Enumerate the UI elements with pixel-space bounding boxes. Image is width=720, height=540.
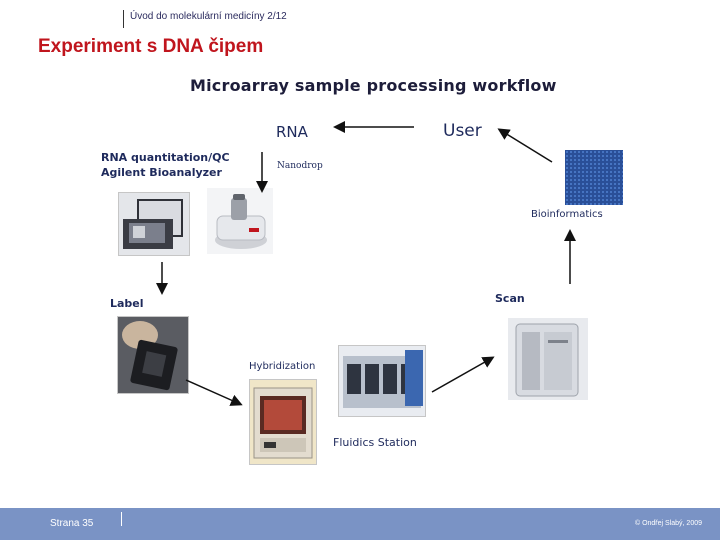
page-number: Strana 35 [50, 518, 94, 529]
header-bar [0, 0, 720, 30]
arrow-array-to-user [497, 128, 553, 163]
header-divider [123, 10, 124, 28]
fluidics-station-photo [338, 345, 426, 417]
arrow-fluidics-to-scan [431, 356, 495, 393]
microarray-image [565, 150, 623, 205]
rna-qc-label: RNA quantitation/QC [101, 151, 230, 164]
rna-label: RNA [276, 123, 308, 141]
fluidics-label: Fluidics Station [333, 436, 417, 449]
bioanalyzer-label: Agilent Bioanalyzer [101, 166, 222, 179]
nanodrop-label: Nanodrop [277, 161, 323, 171]
scanner-photo [508, 318, 588, 400]
bioinformatics-label: Bioinformatics [531, 209, 603, 220]
labeling-chip-photo [117, 316, 189, 394]
hybridization-label: Hybridization [249, 361, 316, 372]
user-label: User [443, 121, 482, 141]
nanodrop-photo [207, 188, 273, 254]
slide-title: Experiment s DNA čipem [38, 36, 264, 57]
workflow-title: Microarray sample processing workflow [190, 76, 557, 95]
copyright: © Ondřej Slabý, 2009 [634, 520, 702, 527]
hybridization-oven-photo [249, 379, 317, 465]
scan-label: Scan [495, 292, 525, 305]
course-title: Úvod do molekulární medicíny 2/12 [130, 11, 287, 22]
arrow-label-to-hybridization [185, 379, 243, 406]
footer-bar [0, 508, 720, 540]
label-step-label: Label [110, 297, 144, 310]
footer-divider [121, 512, 122, 526]
bioanalyzer-photo [118, 192, 190, 256]
